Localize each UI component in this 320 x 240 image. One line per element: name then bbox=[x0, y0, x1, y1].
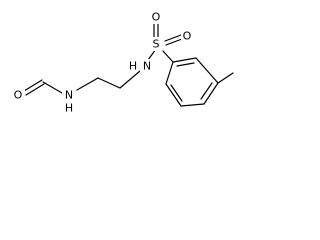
s-o-right-double-a bbox=[164, 34, 182, 42]
sulfonamide-nitrogen-label: N bbox=[143, 60, 151, 73]
ring-bond-3 bbox=[203, 82, 219, 105]
sulfur-label: S bbox=[153, 38, 160, 51]
methyl-bond bbox=[217, 72, 234, 84]
formyl-c-n-bond bbox=[42, 81, 63, 94]
ring-bond-5 bbox=[165, 83, 182, 107]
formyl-double-bond-a bbox=[23, 79, 43, 92]
sulfonyl-oxygen-right-label: O bbox=[183, 30, 192, 43]
ring-inner-double-1 bbox=[176, 62, 195, 67]
c1-c2-bond bbox=[97, 77, 121, 89]
amide-hydrogen-label: H bbox=[65, 102, 73, 115]
c2-c3-bond bbox=[119, 70, 141, 89]
amide-nitrogen-label: N bbox=[65, 89, 73, 102]
structure-diagram: O N H N H S O O bbox=[13, 10, 234, 115]
formyl-double-bond-b bbox=[25, 83, 45, 96]
s-o-right-double-b bbox=[165, 38, 183, 46]
ring-bond-1 bbox=[172, 57, 197, 63]
ring-bond-6 bbox=[165, 61, 174, 85]
ring-bond-4 bbox=[180, 103, 205, 107]
ring-bond-2 bbox=[195, 57, 219, 84]
s-aryl-bond bbox=[162, 50, 174, 63]
ring-inner-double-2 bbox=[200, 82, 213, 100]
formyl-oxygen-label: O bbox=[14, 89, 23, 102]
sulfonyl-oxygen-left-label: O bbox=[152, 11, 161, 24]
ring-inner-double-3 bbox=[170, 84, 183, 102]
sulfonamide-hydrogen-label: H bbox=[129, 60, 137, 73]
n-c1-bond bbox=[76, 77, 99, 91]
